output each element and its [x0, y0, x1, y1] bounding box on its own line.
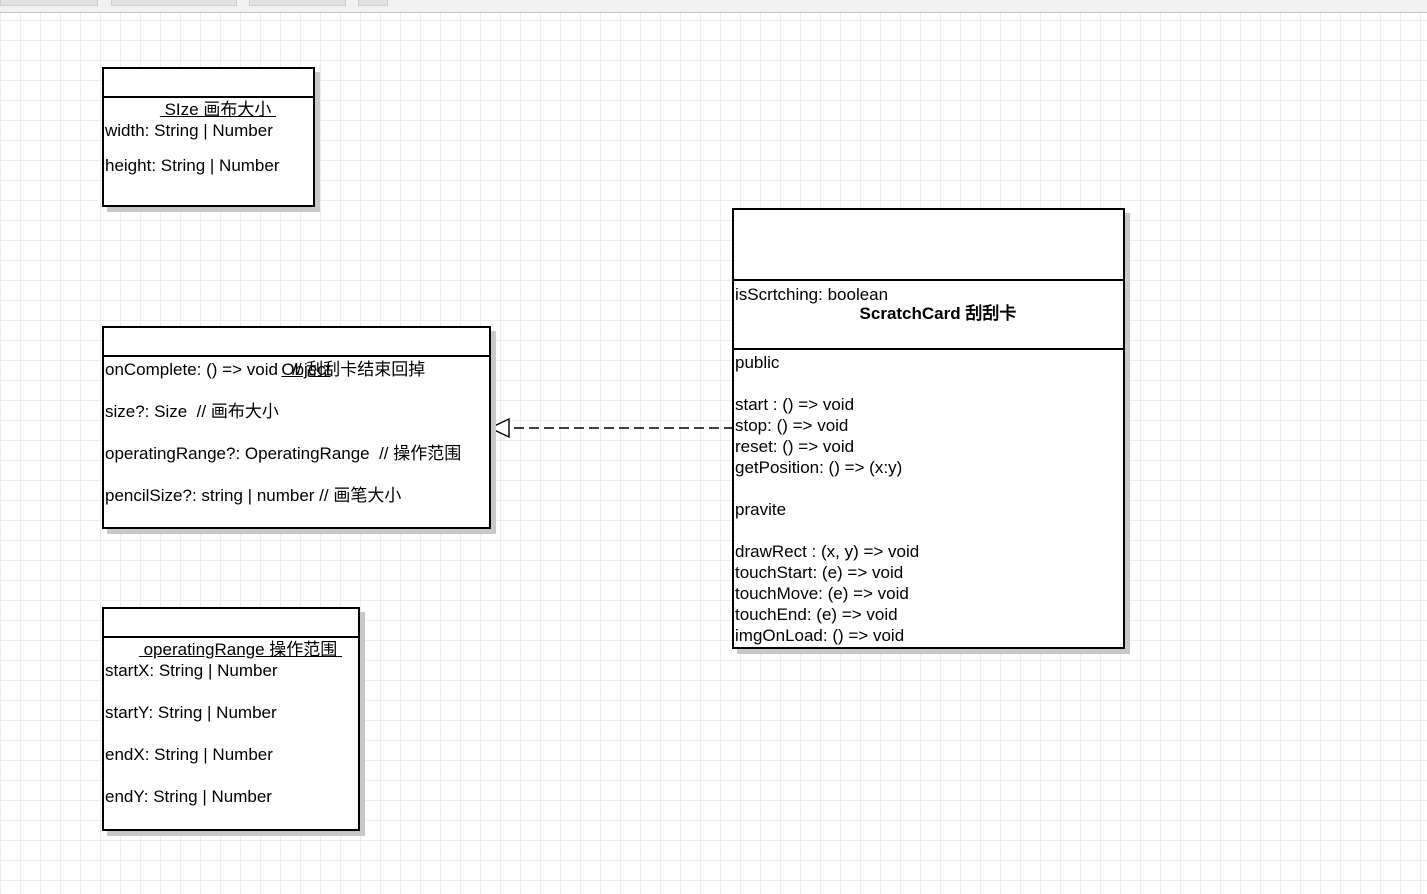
class-operating-range-attributes: startX: String | Number startY: String |…	[104, 638, 358, 825]
class-object-attributes: onComplete: () => void // 刮刮卡结束回掉 size?:…	[104, 357, 489, 525]
attribute: endY: String | Number	[105, 787, 272, 806]
class-scratch-card[interactable]: ScratchCard 刮刮卡 isScrtching: boolean pub…	[732, 208, 1125, 649]
class-object-title: Object	[104, 328, 489, 379]
attribute: onComplete: () => void // 刮刮卡结束回掉	[105, 360, 426, 379]
method: stop: () => void	[735, 416, 849, 435]
class-object[interactable]: Object onComplete: () => void // 刮刮卡结束回掉…	[102, 326, 491, 529]
top-toolbar	[0, 0, 1427, 13]
method-section-label: public	[735, 353, 780, 372]
method: touchEnd: (e) => void	[735, 605, 898, 624]
class-scratch-card-methods: public start : () => void stop: () => vo…	[734, 350, 1123, 646]
method: reset: () => void	[735, 437, 855, 456]
attribute: startY: String | Number	[105, 703, 277, 722]
class-size-title: SIze 画布大小	[104, 69, 313, 119]
class-scratch-card-fields: isScrtching: boolean	[734, 281, 1123, 350]
spacer	[734, 520, 1123, 541]
class-scratch-card-title: ScratchCard 刮刮卡	[734, 210, 1123, 323]
toolbar-tab[interactable]	[0, 0, 98, 6]
attribute: startX: String | Number	[105, 661, 278, 680]
class-size-attributes: width: String | Number height: String | …	[104, 98, 313, 201]
method: getPosition: () => (x:y)	[735, 458, 903, 477]
toolbar-tab[interactable]	[358, 0, 388, 6]
attribute: height: String | Number	[105, 156, 280, 175]
method: drawRect : (x, y) => void	[735, 542, 920, 561]
attribute: size?: Size // 画布大小	[105, 402, 279, 421]
method: touchMove: (e) => void	[735, 584, 909, 603]
method: imgOnLoad: () => void	[735, 626, 905, 645]
attribute: width: String | Number	[105, 121, 273, 140]
realization-arrowhead	[488, 417, 510, 439]
class-operating-range-title: operatingRange 操作范围	[104, 609, 358, 659]
field: isScrtching: boolean	[735, 285, 889, 304]
attribute: pencilSize?: string | number // 画笔大小	[105, 486, 402, 505]
method: touchStart: (e) => void	[735, 563, 904, 582]
toolbar-tab[interactable]	[249, 0, 346, 6]
attribute: endX: String | Number	[105, 745, 273, 764]
method: start : () => void	[735, 395, 855, 414]
class-operating-range[interactable]: operatingRange 操作范围 startX: String | Num…	[102, 607, 360, 831]
attribute: operatingRange?: OperatingRange // 操作范围	[105, 444, 462, 463]
spacer	[734, 478, 1123, 499]
method-section-label: pravite	[735, 500, 787, 519]
toolbar-tab[interactable]	[111, 0, 237, 6]
class-size[interactable]: SIze 画布大小 width: String | Number height:…	[102, 67, 315, 207]
